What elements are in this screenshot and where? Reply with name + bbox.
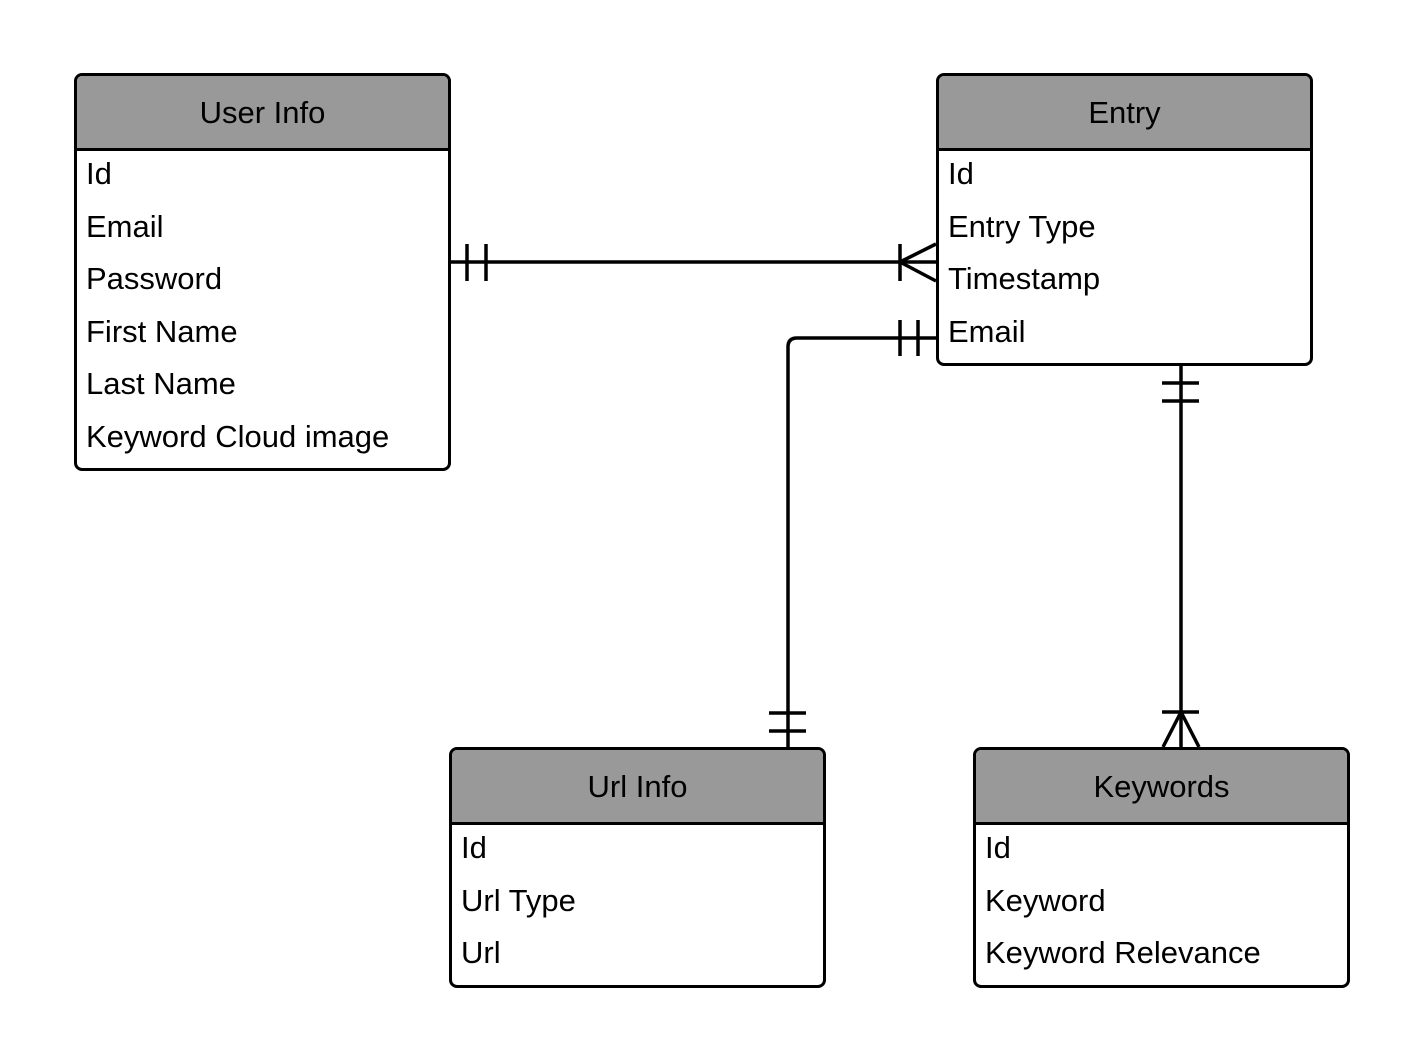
attribute-email: Email (948, 313, 1026, 349)
attribute-id: Id (985, 830, 1011, 865)
entity-url-info[interactable]: Url Info Id Url Type Url (449, 747, 826, 988)
attribute-list: Id Email Password First Name Last Name K… (77, 151, 448, 468)
attribute-url: Url (461, 935, 501, 970)
attribute-list: Id Keyword Keyword Relevance (976, 825, 1347, 985)
relationship-entry-url-info (769, 320, 936, 747)
attribute-list: Id Entry Type Timestamp Email (939, 151, 1310, 363)
attribute-keyword: Keyword (985, 882, 1106, 918)
attribute-password: Password (86, 261, 223, 296)
attribute-email: Email (86, 208, 164, 244)
entity-title: Url Info (452, 750, 823, 825)
attribute-id: Id (86, 156, 112, 191)
attribute-id: Id (461, 830, 487, 865)
entity-title: User Info (77, 76, 448, 151)
entity-user-info[interactable]: User Info Id Email Password First Name L… (74, 73, 451, 471)
entity-entry[interactable]: Entry Id Entry Type Timestamp Email (936, 73, 1313, 366)
attribute-list: Id Url Type Url (452, 825, 823, 985)
attribute-url-type: Url Type (461, 882, 576, 918)
attribute-entry-type: Entry Type (948, 208, 1096, 244)
attribute-last-name: Last Name (86, 366, 236, 401)
attribute-id: Id (948, 156, 974, 191)
attribute-first-name: First Name (86, 313, 238, 349)
relationship-user-info-entry (451, 242, 937, 283)
entity-keywords[interactable]: Keywords Id Keyword Keyword Relevance (973, 747, 1350, 988)
attribute-keyword-cloud-image: Keyword Cloud image (86, 418, 390, 454)
attribute-keyword-relevance: Keyword Relevance (985, 935, 1261, 970)
entity-title: Entry (939, 76, 1310, 151)
relationship-entry-keywords (1161, 366, 1201, 748)
entity-title: Keywords (976, 750, 1347, 825)
attribute-timestamp: Timestamp (948, 261, 1101, 296)
